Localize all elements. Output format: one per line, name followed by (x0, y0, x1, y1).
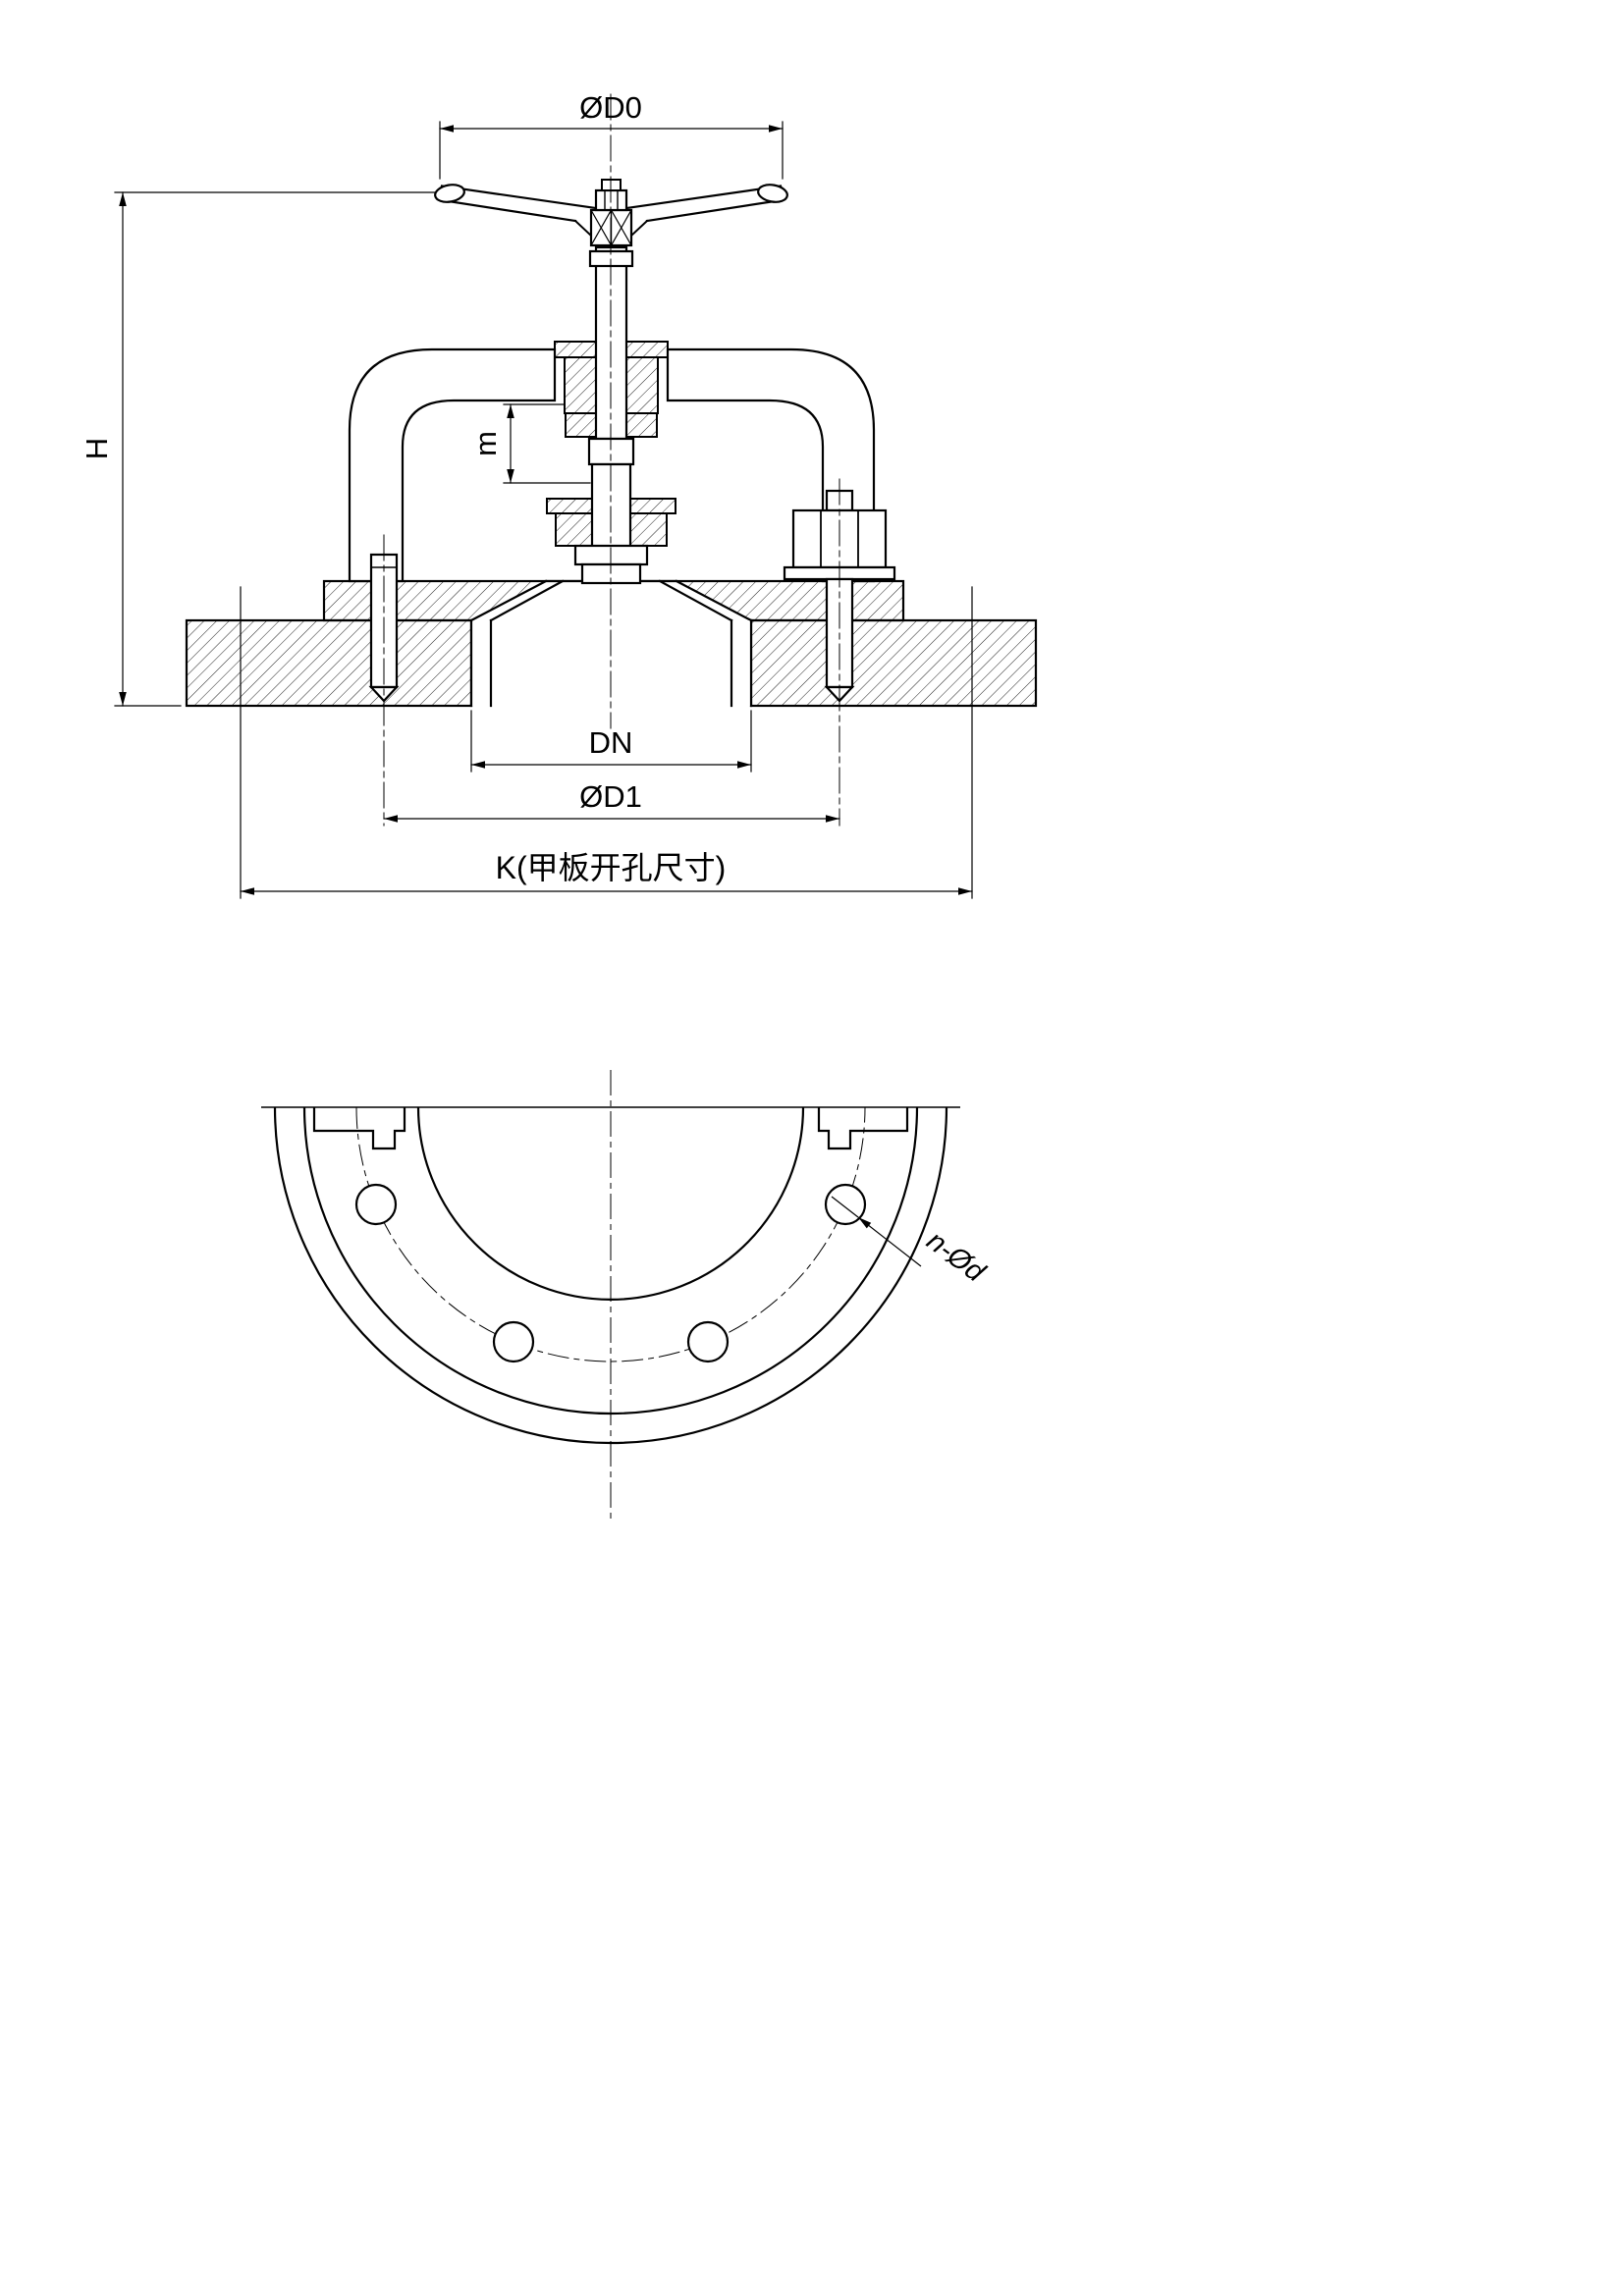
arrowhead (471, 761, 485, 769)
dimension-d0: ØD0 (439, 90, 784, 180)
yoke (348, 347, 876, 583)
arrowhead (737, 761, 751, 769)
dimension-m: m (468, 403, 591, 484)
dim-label-m: m (468, 431, 503, 456)
arrowhead (384, 815, 398, 823)
arrowhead (507, 404, 514, 418)
front-section-view: ØD0 H m DN (80, 90, 1038, 899)
arrowhead (769, 125, 783, 133)
bolt-slot-left (312, 1107, 406, 1150)
dimension-dn: DN (470, 710, 752, 773)
arrowhead (119, 192, 127, 206)
dimension-d1: ØD1 (383, 779, 840, 823)
yoke-leg-right (666, 347, 876, 583)
dimension-h: H (80, 191, 436, 707)
handwheel-grip-right (757, 184, 788, 203)
arrowhead (826, 815, 839, 823)
yoke-leg-left (348, 347, 557, 583)
bolt-hole-1 (354, 1183, 398, 1226)
bolt-slot-right (817, 1107, 909, 1150)
deck-plate (185, 618, 1038, 708)
arrowhead (440, 125, 454, 133)
dim-label-h: H (80, 438, 114, 459)
arrowhead (507, 469, 514, 483)
arrowhead (958, 887, 972, 895)
bottom-view: n-Ød (261, 1070, 991, 1520)
dim-label-d0: ØD0 (579, 90, 642, 125)
arrowhead (241, 887, 254, 895)
bolt-circle-arc (355, 1106, 866, 1362)
arrowhead (858, 1217, 872, 1229)
handwheel-grip-left (434, 184, 465, 203)
bolt-hole-2 (492, 1320, 535, 1363)
dim-label-n-d: n-Ød (921, 1225, 991, 1289)
centerlines-front (383, 93, 840, 827)
bolt-hole-3 (686, 1320, 730, 1363)
dim-label-d1: ØD1 (579, 779, 642, 814)
dim-label-k: K(甲板开孔尺寸) (496, 850, 727, 885)
dimension-k: K(甲板开孔尺寸) (240, 586, 973, 899)
dim-label-dn: DN (589, 725, 633, 760)
arrowhead (119, 692, 127, 706)
